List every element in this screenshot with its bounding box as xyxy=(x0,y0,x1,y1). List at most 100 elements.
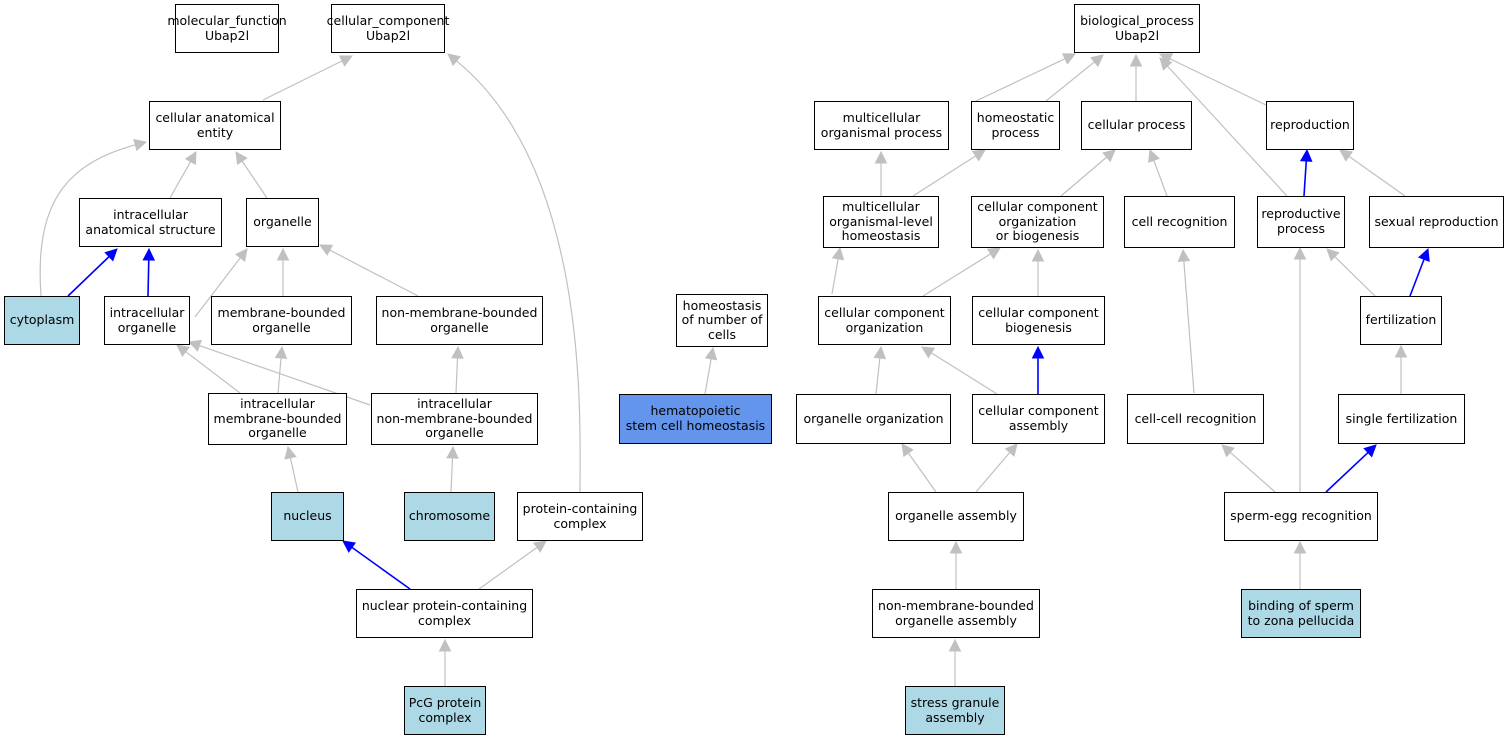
node-cytoplasm[interactable]: cytoplasm xyxy=(4,296,80,345)
edge-line-39 xyxy=(931,352,998,395)
node-biological-process-root[interactable]: biological_process Ubap2l xyxy=(1074,4,1200,53)
edge-arrowhead-36 xyxy=(704,346,718,361)
edge-arrowhead-39 xyxy=(921,346,936,359)
edge-arrowhead-43 xyxy=(949,540,963,554)
edge-line-30 xyxy=(1167,65,1288,197)
edge-arrowhead-42 xyxy=(1004,443,1018,457)
edge-line-20 xyxy=(912,155,977,197)
edge-arrowhead-21 xyxy=(1061,53,1077,65)
edge-line-42 xyxy=(975,451,1011,493)
edge-line-34 xyxy=(1409,258,1425,297)
edge-arrowhead-25 xyxy=(986,247,1001,260)
edge-line-1 xyxy=(169,161,192,199)
node-nuclear-protein-containing-complex[interactable]: nuclear protein-containing complex xyxy=(356,589,533,638)
edge-line-21 xyxy=(975,58,1066,102)
edge-arrowhead-34 xyxy=(1417,247,1430,262)
node-reproductive-process[interactable]: reproductive process xyxy=(1257,196,1345,248)
node-homeostatic-process[interactable]: homeostatic process xyxy=(971,101,1060,150)
node-organelle-assembly[interactable]: organelle assembly xyxy=(888,492,1024,541)
node-fertilization[interactable]: fertilization xyxy=(1360,296,1442,345)
node-molecular-function-root[interactable]: molecular_function Ubap2l xyxy=(167,4,287,53)
node-stress-granule-assembly[interactable]: stress granule assembly xyxy=(905,686,1005,735)
edge-arrowhead-20 xyxy=(971,149,986,162)
edge-arrowhead-22 xyxy=(1090,54,1104,68)
edge-line-24 xyxy=(1169,58,1267,106)
edge-line-31 xyxy=(1303,160,1308,197)
node-cellular-anatomical-entity[interactable]: cellular anatomical entity xyxy=(149,101,281,150)
edge-line-28 xyxy=(1153,160,1168,197)
node-single-fertilization[interactable]: single fertilization xyxy=(1338,394,1465,444)
edge-line-3 xyxy=(39,144,136,297)
node-organelle-organization[interactable]: organelle organization xyxy=(796,394,951,444)
node-intracellular-non-membrane-bounded-organelle[interactable]: intracellular non-membrane-bounded organ… xyxy=(371,393,538,445)
node-reproduction[interactable]: reproduction xyxy=(1266,101,1354,150)
node-intracellular-organelle[interactable]: intracellular organelle xyxy=(104,296,190,345)
edge-arrowhead-27 xyxy=(1102,149,1116,163)
edge-arrowhead-46 xyxy=(1293,246,1307,260)
node-cellular-component-organization[interactable]: cellular component organization xyxy=(818,296,951,345)
edge-arrowhead-1 xyxy=(184,151,197,166)
node-hematopoietic-stem-cell-homeostasis[interactable]: hematopoietic stem cell homeostasis xyxy=(619,394,772,444)
edge-arrowhead-23 xyxy=(1129,53,1143,67)
edge-line-0 xyxy=(262,60,343,101)
edge-arrowhead-18 xyxy=(447,53,461,67)
edge-line-6 xyxy=(194,257,241,318)
node-nucleus[interactable]: nucleus xyxy=(271,492,344,541)
edge-arrowhead-9 xyxy=(176,344,190,357)
edge-arrowhead-0 xyxy=(338,55,354,67)
node-membrane-bounded-organelle[interactable]: membrane-bounded organelle xyxy=(211,296,352,345)
edge-arrowhead-7 xyxy=(276,247,290,261)
edge-arrowhead-10 xyxy=(274,345,288,360)
node-cell-cell-recognition[interactable]: cell-cell recognition xyxy=(1127,394,1264,444)
node-binding-of-sperm-to-zona-pellucida[interactable]: binding of sperm to zona pellucida xyxy=(1241,589,1361,638)
edge-arrowhead-12 xyxy=(451,345,464,359)
node-protein-containing-complex[interactable]: protein-containing complex xyxy=(517,492,643,541)
node-chromosome[interactable]: chromosome xyxy=(404,492,495,541)
edge-arrowhead-17 xyxy=(438,638,452,652)
node-multicellular-organismal-level-homeostasis[interactable]: multicellular organismal-level homeostas… xyxy=(823,196,939,248)
edge-arrowhead-26 xyxy=(1031,248,1045,262)
node-cellular-component-root[interactable]: cellular_component Ubap2l xyxy=(327,4,449,53)
edge-line-14 xyxy=(450,457,454,493)
edge-arrowhead-3 xyxy=(133,138,148,152)
node-multicellular-organismal-process[interactable]: multicellular organismal process xyxy=(814,101,949,150)
edge-arrowhead-30 xyxy=(1159,57,1173,71)
edge-line-38 xyxy=(875,357,881,395)
node-cell-recognition[interactable]: cell recognition xyxy=(1124,196,1235,248)
edge-line-16 xyxy=(478,546,538,590)
edge-line-2 xyxy=(241,160,268,199)
node-non-membrane-bounded-organelle[interactable]: non-membrane-bounded organelle xyxy=(376,296,543,345)
edge-line-10 xyxy=(277,357,282,394)
node-sexual-reproduction[interactable]: sexual reproduction xyxy=(1369,196,1504,248)
edge-arrowhead-47 xyxy=(1293,540,1307,554)
edge-line-37 xyxy=(831,258,839,295)
edge-arrowhead-31 xyxy=(1299,148,1313,162)
node-pcg-protein-complex[interactable]: PcG protein complex xyxy=(404,686,486,735)
node-intracellular-anatomical-structure[interactable]: intracellular anatomical structure xyxy=(79,198,222,247)
node-non-membrane-bounded-organelle-assembly[interactable]: non-membrane-bounded organelle assembly xyxy=(872,589,1040,638)
node-sperm-egg-recognition[interactable]: sperm-egg recognition xyxy=(1224,492,1378,541)
edge-arrowhead-5 xyxy=(142,247,156,261)
edge-arrowhead-35 xyxy=(1394,344,1408,358)
edge-line-41 xyxy=(907,452,937,493)
node-cellular-component-assembly[interactable]: cellular component assembly xyxy=(972,394,1105,444)
edge-arrowhead-16 xyxy=(532,540,547,553)
node-cellular-component-biogenesis[interactable]: cellular component biogenesis xyxy=(972,296,1105,345)
edge-line-8 xyxy=(329,249,419,297)
edge-arrowhead-2 xyxy=(235,151,248,166)
edge-arrowhead-40 xyxy=(1031,345,1045,359)
edge-arrowhead-15 xyxy=(342,540,357,553)
edge-line-12 xyxy=(455,357,459,394)
edge-line-4 xyxy=(67,256,110,297)
node-cellular-component-organization-or-biogenesis[interactable]: cellular component organization or bioge… xyxy=(971,196,1104,248)
node-organelle[interactable]: organelle xyxy=(246,198,319,247)
edge-arrowhead-13 xyxy=(284,445,297,460)
edge-arrowhead-33 xyxy=(1326,248,1340,262)
edge-line-45 xyxy=(1325,451,1369,493)
node-cellular-process[interactable]: cellular process xyxy=(1081,101,1192,150)
edge-line-27 xyxy=(1060,156,1108,197)
edge-arrowhead-14 xyxy=(446,445,459,459)
node-homeostasis-of-number-of-cells[interactable]: homeostasis of number of cells xyxy=(676,294,768,347)
node-intracellular-membrane-bounded-organelle[interactable]: intracellular membrane-bounded organelle xyxy=(208,393,347,445)
